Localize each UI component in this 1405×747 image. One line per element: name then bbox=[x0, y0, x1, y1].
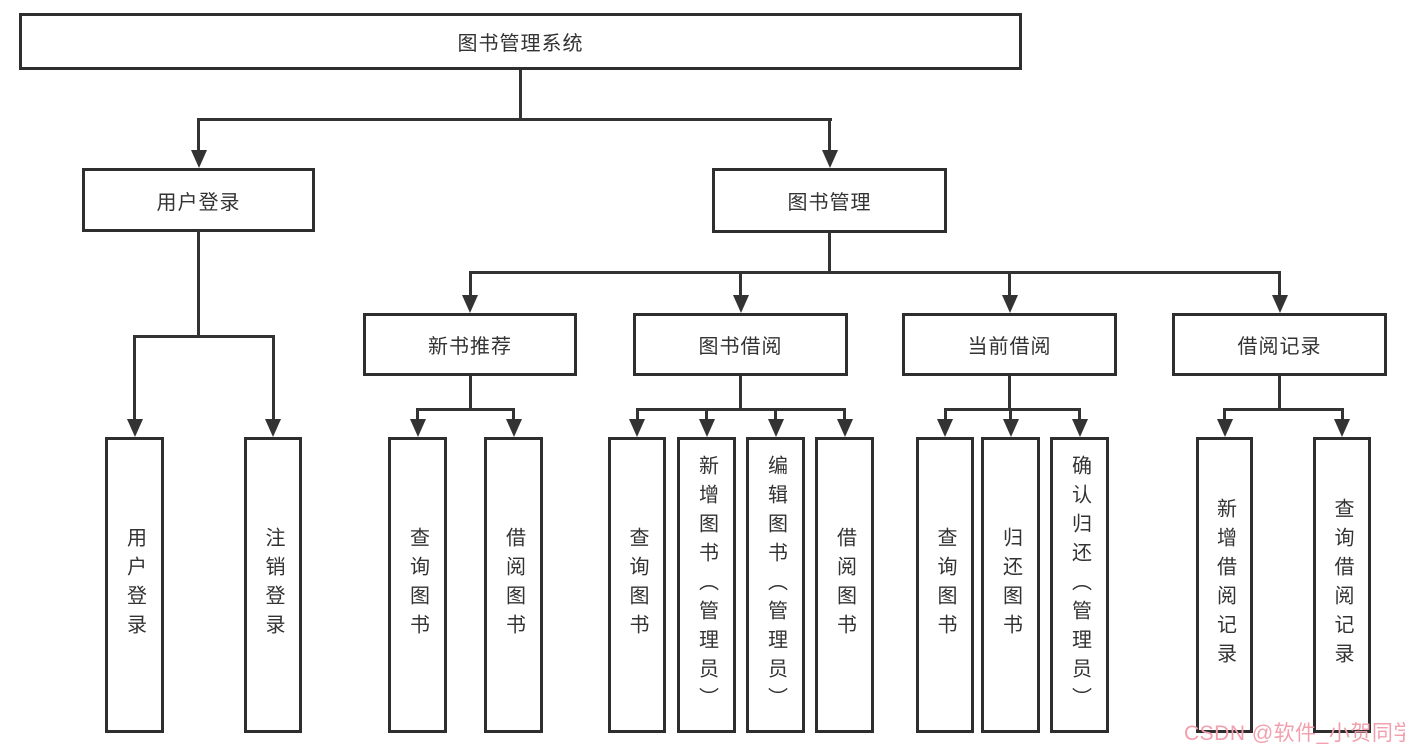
connector-line bbox=[774, 408, 777, 421]
connector-line bbox=[828, 118, 831, 152]
connector-line bbox=[943, 408, 947, 421]
node-leaf-borrow-book: 借阅图书 bbox=[484, 437, 543, 733]
node-label: 用户登录 bbox=[123, 527, 146, 643]
node-label: 注销登录 bbox=[262, 527, 284, 643]
node-label: 确认归还（管理员） bbox=[1068, 454, 1091, 716]
node-label: 借阅图书 bbox=[502, 527, 525, 643]
node-borrow-record: 借阅记录 bbox=[1172, 313, 1387, 376]
connector-line bbox=[843, 408, 846, 421]
connector-line bbox=[1223, 408, 1342, 411]
node-label: 借阅图书 bbox=[833, 527, 856, 643]
connector-line bbox=[1008, 271, 1011, 297]
connector-line bbox=[133, 335, 136, 421]
node-leaf-user-login: 用户登录 bbox=[105, 437, 164, 733]
connector-line bbox=[1078, 408, 1081, 421]
node-label: 新增图书（管理员） bbox=[695, 454, 718, 716]
connector-line bbox=[705, 408, 708, 421]
node-label: 新书推荐 bbox=[428, 336, 512, 358]
connector-line bbox=[739, 376, 742, 410]
arrowhead-down-icon bbox=[1002, 419, 1019, 437]
arrowhead-down-icon bbox=[1216, 419, 1233, 437]
node-label: 图书管理系统 bbox=[457, 33, 584, 55]
connector-line bbox=[1278, 376, 1281, 410]
node-leaf-return-book: 归还图书 bbox=[981, 437, 1040, 733]
connector-line bbox=[197, 118, 200, 152]
node-new-book-recommend: 新书推荐 bbox=[363, 313, 577, 376]
csdn-watermark: CSDN @软件_小贺同学 bbox=[1184, 722, 1405, 745]
node-label: 借阅记录 bbox=[1237, 336, 1322, 358]
node-label: 归还图书 bbox=[999, 527, 1022, 643]
node-leaf-logout: 注销登录 bbox=[244, 437, 302, 733]
node-label: 用户登录 bbox=[156, 191, 241, 214]
connector-line bbox=[1009, 408, 1012, 421]
node-leaf-query-book: 查询图书 bbox=[916, 437, 974, 733]
connector-line bbox=[1008, 376, 1011, 410]
node-user-login: 用户登录 bbox=[82, 168, 315, 232]
connector-line bbox=[468, 271, 472, 297]
connector-line bbox=[1340, 408, 1344, 421]
connector-line bbox=[519, 70, 522, 120]
connector-line bbox=[1278, 271, 1281, 297]
arrowhead-down-icon bbox=[836, 419, 853, 437]
node-leaf-edit-book-admin: 编辑图书（管理员） bbox=[746, 437, 805, 733]
node-book-borrow: 图书借阅 bbox=[633, 313, 848, 376]
node-label: 当前借阅 bbox=[967, 336, 1052, 358]
connector-line bbox=[635, 408, 845, 411]
arrowhead-down-icon bbox=[821, 150, 838, 168]
node-leaf-query-book: 查询图书 bbox=[388, 437, 447, 733]
arrowhead-down-icon bbox=[126, 419, 143, 437]
node-label: 图书借阅 bbox=[698, 336, 783, 358]
connector-line bbox=[416, 408, 515, 411]
node-leaf-add-borrow-record: 新增借阅记录 bbox=[1196, 437, 1253, 733]
node-label: 图书管理 bbox=[787, 192, 872, 214]
arrowhead-down-icon bbox=[629, 419, 645, 437]
arrowhead-down-icon bbox=[1071, 419, 1088, 437]
connector-line bbox=[468, 376, 472, 410]
arrowhead-down-icon bbox=[937, 419, 953, 437]
connector-line bbox=[197, 118, 832, 121]
connector-line bbox=[468, 271, 1280, 274]
arrowhead-down-icon bbox=[462, 295, 478, 313]
arrowhead-down-icon bbox=[1334, 419, 1350, 437]
arrowhead-down-icon bbox=[505, 419, 522, 437]
node-label: 查询图书 bbox=[626, 527, 648, 643]
node-label: 查询图书 bbox=[406, 527, 429, 643]
node-leaf-query-book: 查询图书 bbox=[608, 437, 666, 733]
node-label: 新增借阅记录 bbox=[1213, 498, 1236, 672]
arrowhead-down-icon bbox=[265, 419, 281, 437]
connector-line bbox=[1223, 408, 1226, 421]
arrowhead-down-icon bbox=[409, 419, 426, 437]
connector-line bbox=[197, 230, 200, 337]
connector-line bbox=[416, 408, 419, 421]
arrowhead-down-icon bbox=[698, 419, 715, 437]
arrowhead-down-icon bbox=[767, 419, 784, 437]
node-root: 图书管理系统 bbox=[19, 13, 1022, 70]
connector-line bbox=[828, 231, 831, 273]
arrowhead-down-icon bbox=[1271, 295, 1288, 313]
connector-line bbox=[133, 335, 273, 338]
node-leaf-borrow-book: 借阅图书 bbox=[815, 437, 874, 733]
node-book-management: 图书管理 bbox=[712, 168, 947, 233]
arrowhead-down-icon bbox=[1001, 295, 1018, 313]
arrowhead-down-icon bbox=[190, 150, 207, 168]
connector-line bbox=[635, 408, 639, 421]
node-label: 编辑图书（管理员） bbox=[764, 454, 787, 716]
arrowhead-down-icon bbox=[732, 295, 749, 313]
connector-line bbox=[271, 335, 275, 421]
node-label: 查询图书 bbox=[934, 527, 956, 643]
connector-line bbox=[512, 408, 515, 421]
node-current-borrow: 当前借阅 bbox=[902, 313, 1117, 376]
node-leaf-query-borrow-record: 查询借阅记录 bbox=[1313, 437, 1371, 733]
connector-line bbox=[739, 271, 742, 297]
node-label: 查询借阅记录 bbox=[1331, 498, 1353, 672]
node-leaf-add-book-admin: 新增图书（管理员） bbox=[677, 437, 736, 733]
node-leaf-confirm-return-admin: 确认归还（管理员） bbox=[1050, 437, 1109, 733]
